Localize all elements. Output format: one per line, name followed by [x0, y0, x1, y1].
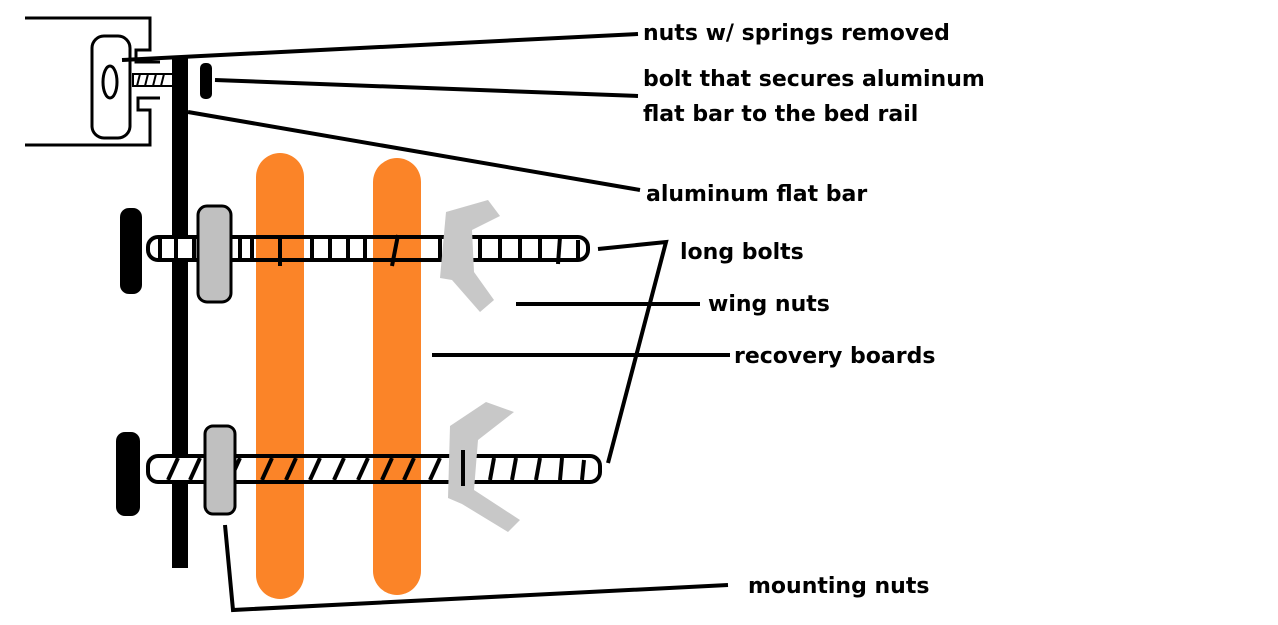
bed-rail-bracket — [25, 16, 160, 147]
leader-lines — [121, 32, 730, 613]
label-long-bolts: long bolts — [680, 240, 804, 265]
label-recovery-boards: recovery boards — [734, 344, 935, 369]
leader-mounting-nuts — [223, 524, 729, 613]
bolt-over-boards — [256, 234, 421, 484]
leader-securing-bolt — [214, 78, 639, 98]
label-securing-bolt-line2: flat bar to the bed rail — [643, 102, 918, 127]
label-nuts-springs-removed: nuts w/ springs removed — [643, 21, 950, 46]
bolt-head-top — [120, 208, 142, 294]
mounting-nut-bottom — [203, 424, 237, 516]
label-mounting-nuts: mounting nuts — [748, 574, 929, 599]
recovery-board-right — [373, 158, 421, 595]
leader-nuts-springs — [121, 32, 639, 62]
label-aluminum-flat-bar: aluminum flat bar — [646, 182, 867, 207]
label-wing-nuts: wing nuts — [708, 292, 830, 317]
leader-long-bolts — [597, 239, 669, 464]
leader-flat-bar — [187, 110, 641, 192]
label-securing-bolt-line1: bolt that secures aluminum — [643, 67, 985, 92]
mounting-nut-top — [196, 204, 233, 304]
recovery-board-left — [256, 153, 304, 599]
wing-nut-bottom — [448, 402, 520, 532]
bolt-head-bottom — [116, 432, 140, 516]
aluminum-flat-bar — [172, 58, 188, 568]
securing-bolt — [132, 63, 212, 99]
wing-nut-top — [440, 200, 500, 312]
